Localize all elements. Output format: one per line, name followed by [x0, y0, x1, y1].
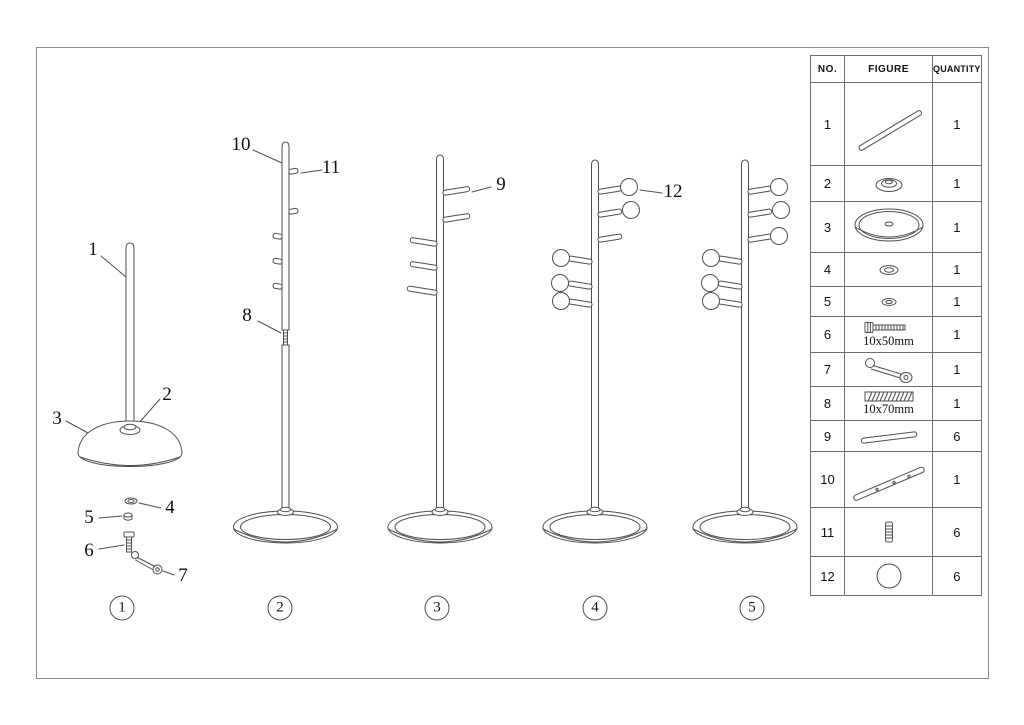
part-figure	[844, 420, 933, 452]
part-qty: 6	[932, 507, 982, 557]
threaded-connector-icon	[864, 391, 913, 402]
part-no: 7	[810, 352, 845, 387]
part-figure	[844, 556, 933, 596]
parts-table-header: NO. FIGURE QUANTITY	[810, 55, 982, 83]
step-2-drawing	[233, 141, 338, 544]
parts-row-1: 1 1	[810, 82, 982, 166]
parts-row-7: 7 1	[810, 352, 982, 387]
connector-size-label: 10x70mm	[863, 401, 914, 416]
ball-knob-icon	[876, 563, 901, 589]
callout-part-6: 6	[84, 540, 94, 561]
part-figure	[844, 451, 933, 508]
callout-part-4: 4	[165, 497, 175, 518]
callout-part-11: 11	[321, 157, 341, 178]
callout-part-2: 2	[162, 384, 172, 405]
part-no: 9	[810, 420, 845, 452]
part-no: 1	[810, 82, 845, 166]
col-header-quantity: QUANTITY	[932, 55, 982, 83]
washer-icon	[879, 264, 898, 275]
step-5-number: 5	[748, 599, 756, 616]
parts-row-5: 5 1	[810, 286, 982, 317]
part-qty: 6	[932, 420, 982, 452]
part-figure	[844, 352, 933, 387]
callout-part-8: 8	[242, 305, 252, 326]
parts-row-3: 3 1	[810, 201, 982, 253]
step-3-number: 3	[433, 599, 441, 616]
small-ring-icon	[881, 297, 896, 306]
callout-part-3: 3	[52, 408, 62, 429]
step-4-number: 4	[591, 599, 599, 616]
part-qty: 1	[932, 165, 982, 202]
callout-part-12: 12	[663, 181, 683, 202]
part-figure	[844, 507, 933, 557]
callout-part-9: 9	[496, 174, 506, 195]
parts-row-8: 8 10x70mm 1	[810, 386, 982, 421]
parts-row-10: 10 1	[810, 451, 982, 508]
wrench-icon	[864, 357, 912, 383]
part-no: 4	[810, 252, 845, 287]
step-1-drawing	[65, 242, 183, 576]
part-qty: 1	[932, 82, 982, 166]
parts-row-11: 11 6	[810, 507, 982, 557]
part-qty: 1	[932, 286, 982, 317]
part-qty: 6	[932, 556, 982, 596]
parts-row-2: 2 1	[810, 165, 982, 202]
round-base-icon	[854, 208, 923, 242]
step-2-badge: 2	[267, 595, 293, 621]
bolt-icon	[864, 322, 905, 334]
step-3-badge: 3	[424, 595, 450, 621]
part-no: 6	[810, 316, 845, 353]
col-header-figure: FIGURE	[844, 55, 933, 83]
cap-collar-icon	[875, 177, 902, 192]
parts-row-12: 12 6	[810, 556, 982, 596]
callout-part-5: 5	[84, 507, 94, 528]
step-5-drawing	[692, 159, 798, 544]
step-1-number: 1	[118, 599, 126, 616]
step-4-drawing	[542, 159, 663, 544]
bolt-size-label: 10x50mm	[863, 334, 914, 349]
part-no: 2	[810, 165, 845, 202]
part-no: 3	[810, 201, 845, 253]
step-3-drawing	[387, 154, 493, 544]
step-2-number: 2	[276, 599, 284, 616]
step-5-badge: 5	[739, 595, 765, 621]
callout-part-7: 7	[178, 565, 188, 586]
part-qty: 1	[932, 252, 982, 287]
callout-part-1: 1	[88, 239, 98, 260]
stud-screw-icon	[884, 521, 893, 543]
part-no: 8	[810, 386, 845, 421]
part-no: 11	[810, 507, 845, 557]
parts-table: NO. FIGURE QUANTITY 1 1 2 1 3	[810, 55, 982, 596]
part-no: 5	[810, 286, 845, 317]
part-figure	[844, 165, 933, 202]
parts-row-6: 6 10x50mm 1	[810, 316, 982, 353]
callout-part-10: 10	[231, 134, 251, 155]
upper-pole-icon	[852, 466, 925, 501]
part-qty: 1	[932, 352, 982, 387]
part-figure	[844, 286, 933, 317]
part-qty: 1	[932, 386, 982, 421]
hanger-peg-icon	[860, 431, 917, 444]
part-no: 10	[810, 451, 845, 508]
step-4-badge: 4	[582, 595, 608, 621]
col-header-no: NO.	[810, 55, 845, 83]
part-figure: 10x50mm	[844, 316, 933, 353]
parts-row-4: 4 1	[810, 252, 982, 287]
part-no: 12	[810, 556, 845, 596]
part-qty: 1	[932, 201, 982, 253]
pole-rod-icon	[858, 110, 922, 151]
part-qty: 1	[932, 316, 982, 353]
part-figure	[844, 252, 933, 287]
part-figure	[844, 82, 933, 166]
part-figure	[844, 201, 933, 253]
part-figure: 10x70mm	[844, 386, 933, 421]
step-1-badge: 1	[109, 595, 135, 621]
part-qty: 1	[932, 451, 982, 508]
parts-row-9: 9 6	[810, 420, 982, 452]
